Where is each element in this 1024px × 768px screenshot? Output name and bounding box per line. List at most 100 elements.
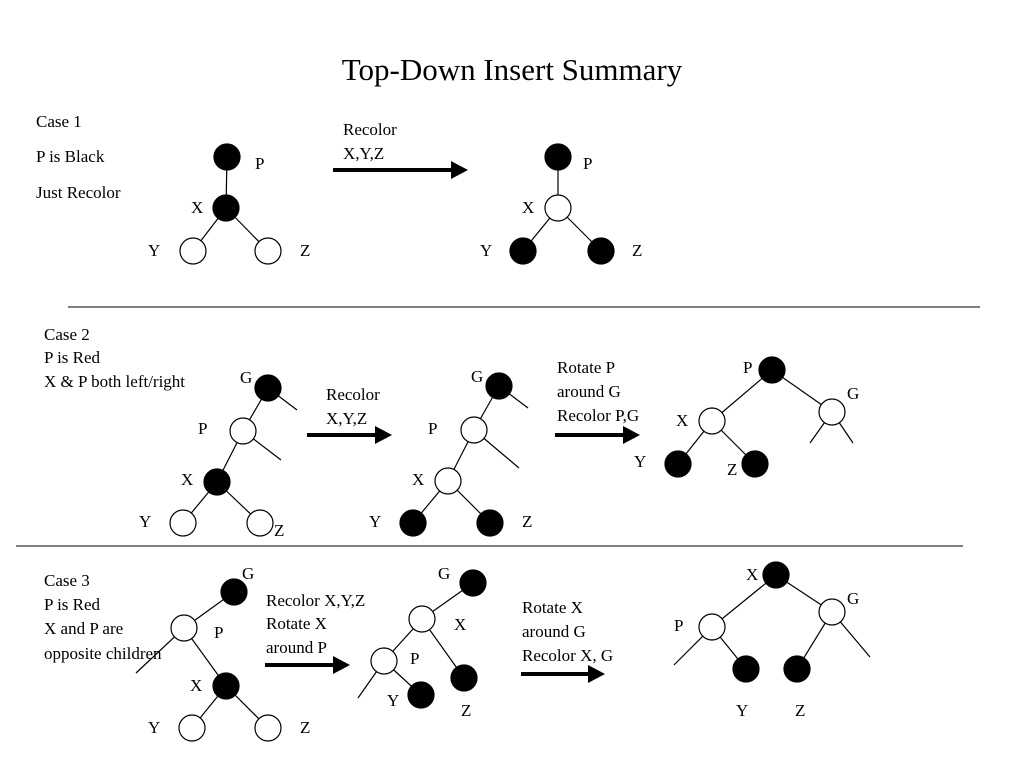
tree-node-p — [170, 614, 198, 642]
tree-node-g — [254, 374, 282, 402]
node-label: G — [471, 367, 483, 386]
tree-node-g — [220, 578, 248, 606]
tree-node-p — [213, 143, 241, 171]
tree-node-y — [407, 681, 435, 709]
tree-node-x — [203, 468, 231, 496]
node-label: P — [198, 419, 207, 438]
step-label: around P — [266, 638, 327, 657]
arrow-head-icon — [375, 426, 392, 444]
node-label: G — [438, 564, 450, 583]
node-label: Y — [387, 691, 399, 710]
slide-title: Top-Down Insert Summary — [342, 52, 683, 87]
case-1-description-line: P is Black — [36, 147, 105, 166]
arrow-head-icon — [623, 426, 640, 444]
node-label: X — [190, 676, 202, 695]
tree-node-z — [246, 509, 274, 537]
node-label: G — [847, 589, 859, 608]
node-label: P — [428, 419, 437, 438]
tree-node-x — [212, 672, 240, 700]
case-3-description-line: P is Red — [44, 595, 101, 614]
node-label: Z — [795, 701, 805, 720]
case-1-description-line: Just Recolor — [36, 183, 121, 202]
node-label: Y — [139, 512, 151, 531]
tree-node-y — [399, 509, 427, 537]
node-label: Z — [300, 241, 310, 260]
case-3-description-line: Case 3 — [44, 571, 90, 590]
tree-node-x — [212, 194, 240, 222]
tree-node-p — [229, 417, 257, 445]
step-label: Rotate X — [522, 598, 583, 617]
node-label: X — [412, 470, 424, 489]
tree-node-p — [698, 613, 726, 641]
node-label: Z — [274, 521, 284, 540]
step-label: Recolor X,Y,Z — [266, 591, 365, 610]
step-label: Rotate X — [266, 614, 327, 633]
step-label: around G — [522, 622, 586, 641]
tree-node-z — [254, 237, 282, 265]
tree-edge — [711, 574, 777, 628]
tree-node-g — [818, 398, 846, 426]
node-label: Z — [461, 701, 471, 720]
tree-node-y — [169, 509, 197, 537]
node-label: X — [454, 615, 466, 634]
node-label: Y — [736, 701, 748, 720]
node-label: Z — [632, 241, 642, 260]
case-2-description-line: Case 2 — [44, 325, 90, 344]
step-label: Recolor X, G — [522, 646, 613, 665]
tree-node-z — [450, 664, 478, 692]
step-label: X,Y,Z — [326, 409, 367, 428]
step-label: around G — [557, 382, 621, 401]
node-label: Y — [148, 241, 160, 260]
step-label: Recolor — [343, 120, 397, 139]
node-label: Y — [634, 452, 646, 471]
node-label: X — [191, 198, 203, 217]
tree-node-y — [509, 237, 537, 265]
arrow-head-icon — [451, 161, 468, 179]
node-label: Z — [522, 512, 532, 531]
node-label: G — [847, 384, 859, 403]
case-3-description-line: opposite children — [44, 644, 162, 663]
node-label: P — [743, 358, 752, 377]
arrow-head-icon — [333, 656, 350, 674]
tree-node-y — [664, 450, 692, 478]
tree-node-p — [544, 143, 572, 171]
step-label: X,Y,Z — [343, 144, 384, 163]
tree-node-x — [698, 407, 726, 435]
node-label: Y — [480, 241, 492, 260]
tree-node-g — [818, 598, 846, 626]
tree-node-x — [408, 605, 436, 633]
step-label: Recolor — [326, 385, 380, 404]
node-label: P — [674, 616, 683, 635]
tree-node-x — [762, 561, 790, 589]
node-label: Z — [727, 460, 737, 479]
tree-node-y — [178, 714, 206, 742]
arrow-head-icon — [588, 665, 605, 683]
tree-node-p — [370, 647, 398, 675]
case-2-description-line: P is Red — [44, 348, 101, 367]
node-label: X — [676, 411, 688, 430]
tree-node-z — [254, 714, 282, 742]
node-label: X — [522, 198, 534, 217]
tree-node-g — [459, 569, 487, 597]
tree-node-g — [485, 372, 513, 400]
tree-node-p — [460, 416, 488, 444]
node-label: X — [181, 470, 193, 489]
step-label: Recolor P,G — [557, 406, 639, 425]
node-label: Z — [300, 718, 310, 737]
case-3-description-line: X and P are — [44, 619, 123, 638]
node-label: P — [214, 623, 223, 642]
node-label: X — [746, 565, 758, 584]
step-label: Rotate P — [557, 358, 615, 377]
tree-node-p — [758, 356, 786, 384]
node-label: Y — [148, 718, 160, 737]
tree-node-y — [179, 237, 207, 265]
node-label: Y — [369, 512, 381, 531]
tree-node-z — [476, 509, 504, 537]
case-1-description-line: Case 1 — [36, 112, 82, 131]
node-label: G — [240, 368, 252, 387]
node-label: P — [255, 154, 264, 173]
tree-node-x — [544, 194, 572, 222]
tree-node-z — [587, 237, 615, 265]
